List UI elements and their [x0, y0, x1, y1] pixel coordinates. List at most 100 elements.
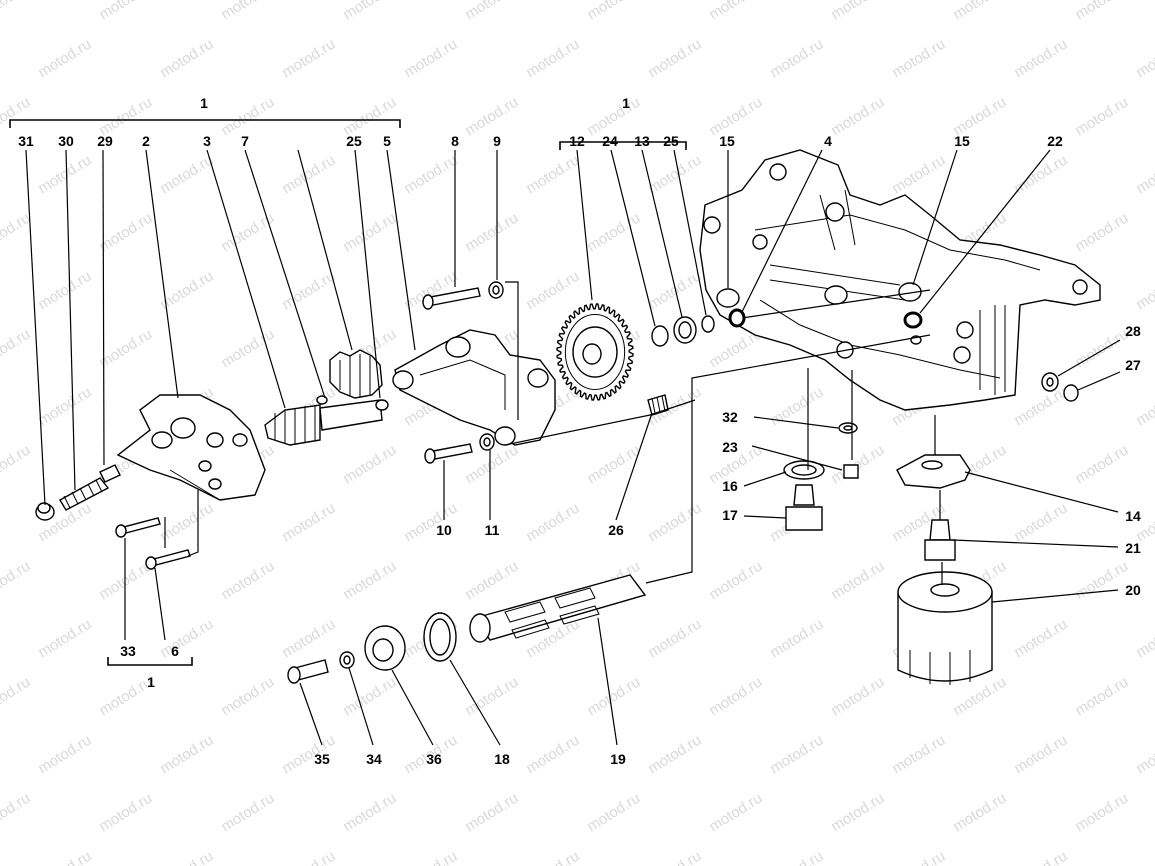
watermark-text: motod.ru: [1133, 268, 1155, 314]
watermark-text: motod.ru: [462, 210, 521, 256]
watermark-text: motod.ru: [0, 0, 33, 23]
watermark-text: motod.ru: [218, 558, 277, 604]
watermark-text: motod.ru: [340, 442, 399, 488]
watermark-text: motod.ru: [1011, 500, 1070, 546]
watermark-text: motod.ru: [1072, 674, 1131, 720]
watermark-text: motod.ru: [645, 268, 704, 314]
watermark-text: motod.ru: [401, 848, 460, 866]
callout-19: 19: [610, 751, 626, 767]
callout-9: 9: [493, 133, 501, 149]
watermark-text: motod.ru: [340, 790, 399, 836]
watermark-text: motod.ru: [950, 790, 1009, 836]
callout-4: 4: [824, 133, 832, 149]
watermark-text: motod.ru: [1072, 94, 1131, 140]
watermark-text: motod.ru: [0, 210, 33, 256]
watermark-text: motod.ru: [279, 36, 338, 82]
callout-15-right: 15: [954, 133, 970, 149]
watermark-text: motod.ru: [828, 674, 887, 720]
watermark-text: motod.ru: [462, 790, 521, 836]
watermark-text: motod.ru: [645, 848, 704, 866]
callout-21: 21: [1125, 540, 1141, 556]
callout-10: 10: [436, 522, 452, 538]
watermark-text: motod.ru: [0, 326, 33, 372]
pump-screws: [115, 517, 191, 570]
watermark-text: motod.ru: [523, 152, 582, 198]
watermark-text: motod.ru: [462, 94, 521, 140]
watermark-text: motod.ru: [523, 500, 582, 546]
callout-24: 24: [602, 133, 618, 149]
callout-32: 32: [722, 409, 738, 425]
callout-15-left: 15: [719, 133, 735, 149]
watermark-text: motod.ru: [35, 384, 94, 430]
callout-35: 35: [314, 751, 330, 767]
callout-5: 5: [383, 133, 391, 149]
watermark-text: motod.ru: [279, 616, 338, 662]
callout-16: 16: [722, 478, 738, 494]
callout-26: 26: [608, 522, 624, 538]
watermark-text: motod.ru: [828, 0, 887, 23]
callout-33: 33: [120, 643, 136, 659]
watermark-text: motod.ru: [157, 732, 216, 778]
watermark-text: motod.ru: [218, 790, 277, 836]
watermark-text: motod.ru: [1133, 732, 1155, 778]
cover-bolts: [422, 281, 504, 464]
watermark-text: motod.ru: [767, 848, 826, 866]
relief-valve-parts: [35, 464, 121, 521]
watermark-text: motod.ru: [1011, 732, 1070, 778]
watermark-text: motod.ru: [1133, 616, 1155, 662]
watermark-text: motod.ru: [706, 558, 765, 604]
watermark-text: motod.ru: [1133, 848, 1155, 866]
watermark-text: motod.ru: [462, 558, 521, 604]
callout-30: 30: [58, 133, 74, 149]
watermark-text: motod.ru: [0, 790, 33, 836]
callout-13: 13: [634, 133, 650, 149]
watermark-text: motod.ru: [1011, 848, 1070, 866]
watermark-text: motod.ru: [1011, 616, 1070, 662]
watermark-text: motod.ru: [0, 558, 33, 604]
callout-27: 27: [1125, 357, 1141, 373]
group-brackets: [9, 119, 687, 666]
watermark-text: motod.ru: [96, 210, 155, 256]
callout-36: 36: [426, 751, 442, 767]
watermark-text: motod.ru: [96, 0, 155, 23]
watermark-text: motod.ru: [1133, 152, 1155, 198]
watermark-text: motod.ru: [1011, 152, 1070, 198]
watermark-text: motod.ru: [35, 36, 94, 82]
watermark-text: motod.ru: [706, 94, 765, 140]
group-label-left: 1: [200, 95, 208, 111]
side-plugs: [1041, 372, 1079, 402]
watermark-text: motod.ru: [1072, 790, 1131, 836]
callout-22: 22: [1047, 133, 1063, 149]
watermark-text: motod.ru: [96, 326, 155, 372]
watermark-text: motod.ru: [767, 36, 826, 82]
callout-7: 7: [241, 133, 249, 149]
watermark-text: motod.ru: [645, 616, 704, 662]
watermark-text: motod.ru: [828, 790, 887, 836]
watermark-text: motod.ru: [1011, 36, 1070, 82]
spring-part: [647, 394, 669, 416]
callout-28: 28: [1125, 323, 1141, 339]
watermark-text: motod.ru: [218, 674, 277, 720]
watermark-text: motod.ru: [889, 732, 948, 778]
group-label-gear: 1: [622, 95, 630, 111]
watermark-text: motod.ru: [584, 0, 643, 23]
watermark-text: motod.ru: [35, 732, 94, 778]
watermark-text: motod.ru: [340, 0, 399, 23]
watermark-text: motod.ru: [401, 36, 460, 82]
watermark-text: motod.ru: [1072, 442, 1131, 488]
watermark-text: motod.ru: [279, 268, 338, 314]
watermark-text: motod.ru: [1072, 0, 1131, 23]
watermark-text: motod.ru: [645, 36, 704, 82]
gear-rim: [564, 314, 626, 390]
callout-29: 29: [97, 133, 113, 149]
callout-20: 20: [1125, 582, 1141, 598]
watermark-text: motod.ru: [889, 36, 948, 82]
callout-14: 14: [1125, 508, 1141, 524]
watermark-text: motod.ru: [523, 36, 582, 82]
watermark-text: motod.ru: [767, 732, 826, 778]
watermark-text: motod.ru: [218, 326, 277, 372]
callout-23: 23: [722, 439, 738, 455]
watermark-text: motod.ru: [523, 268, 582, 314]
watermark-text: motod.ru: [584, 674, 643, 720]
watermark-text: motod.ru: [1133, 384, 1155, 430]
